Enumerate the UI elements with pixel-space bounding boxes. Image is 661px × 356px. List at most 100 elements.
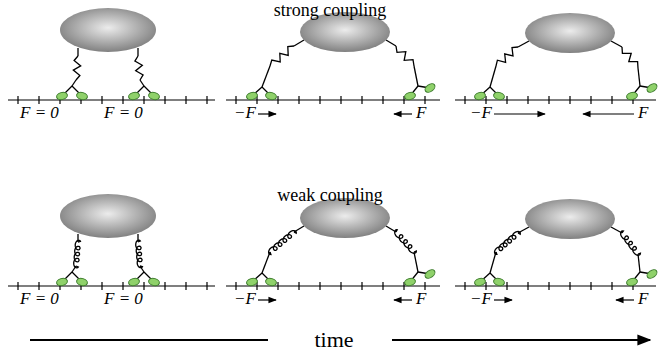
particle (246, 277, 258, 287)
coupling-link (72, 266, 76, 272)
coupling-link (77, 48, 78, 56)
particle (76, 277, 88, 287)
coupling-link (294, 40, 304, 46)
axis-tick (590, 96, 591, 104)
particle (128, 277, 140, 287)
axis-tick (143, 96, 144, 104)
coupling-link (135, 56, 143, 80)
axis-tick (340, 282, 341, 290)
axis-tick (611, 96, 612, 104)
coupling-link (74, 240, 81, 268)
axis-tick (424, 96, 425, 104)
particle (626, 277, 638, 287)
coupling-link (495, 232, 521, 255)
force-label: F = 0 (20, 290, 59, 309)
coupling-link (140, 80, 144, 86)
particle (474, 91, 486, 101)
particle (474, 277, 486, 287)
axis-tick (464, 96, 465, 104)
axis-tick (611, 282, 612, 290)
particle (56, 277, 68, 287)
coupling-link (638, 68, 640, 86)
axis-tick (206, 96, 207, 104)
axis-line (455, 99, 656, 100)
force-label: −F (470, 104, 492, 123)
axis-tick (164, 96, 165, 104)
coupling-link (414, 252, 418, 272)
axis-tick (382, 282, 383, 290)
coupling-link (518, 41, 529, 47)
axis-line (455, 285, 656, 286)
coupling-link (72, 80, 76, 86)
coupling-link (414, 66, 418, 86)
row-title: strong coupling (274, 1, 387, 21)
particle (423, 268, 436, 280)
axis-tick (185, 96, 186, 104)
coupling-link (270, 46, 294, 66)
axis-tick (485, 96, 486, 104)
coupling-link (137, 48, 138, 56)
axis-tick (527, 96, 528, 104)
force-label: F (416, 104, 426, 123)
axis-tick (319, 282, 320, 290)
axis-tick (38, 96, 39, 104)
axis-tick (235, 96, 236, 104)
force-label: F = 0 (20, 104, 59, 123)
axis-tick (485, 282, 486, 290)
axis-tick (298, 96, 299, 104)
coupling-chains (62, 40, 652, 282)
coupling-link (73, 56, 80, 80)
axis-tick (101, 282, 102, 290)
particle (265, 277, 277, 287)
force-label: −F (234, 290, 256, 309)
axis-tick (382, 96, 383, 104)
axis-tick (340, 96, 341, 104)
axis-tick (206, 282, 207, 290)
axis-tick (17, 96, 18, 104)
axis-tick (277, 96, 278, 104)
axis-tick (143, 282, 144, 290)
particle (265, 91, 277, 101)
particle (404, 91, 416, 101)
axis-tick (569, 282, 570, 290)
coupling-link (622, 47, 638, 68)
force-label: F = 0 (104, 290, 143, 309)
coupling-link (621, 231, 641, 256)
particle (645, 82, 658, 94)
axis-tick (17, 282, 18, 290)
coupling-link (395, 230, 417, 254)
coupling-link (262, 66, 270, 87)
force-label: F = 0 (104, 104, 143, 123)
axis-tick (319, 96, 320, 104)
axis-tick (101, 96, 102, 104)
force-label: F (638, 104, 648, 123)
coupling-link (262, 252, 270, 273)
force-arrows (258, 114, 634, 300)
particle (626, 91, 638, 101)
coupling-link (396, 46, 414, 66)
particle (56, 91, 68, 101)
coupling-link (490, 66, 496, 87)
axis-tick (548, 282, 549, 290)
axis-tick (298, 282, 299, 290)
particle (645, 268, 658, 280)
particle (76, 91, 88, 101)
particle (404, 277, 416, 287)
particle (148, 91, 160, 101)
coupling-link (611, 41, 622, 47)
coupling-link (269, 231, 297, 255)
axis-tick (361, 96, 362, 104)
axis-tick (569, 96, 570, 104)
axis-tick (590, 282, 591, 290)
coupling-link (140, 266, 144, 272)
axis-tick (548, 96, 549, 104)
axis-tick (464, 282, 465, 290)
axis-tick (235, 282, 236, 290)
particle (128, 91, 140, 101)
axis-tick (506, 282, 507, 290)
row-title: weak coupling (277, 186, 382, 206)
force-label: F (638, 290, 648, 309)
axis-tick (506, 96, 507, 104)
particle (493, 91, 505, 101)
